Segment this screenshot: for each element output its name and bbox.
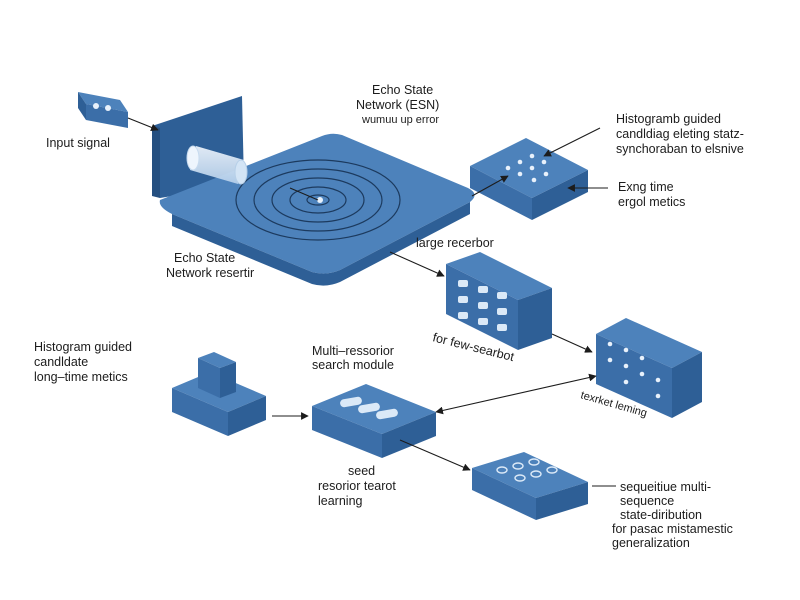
label-seed-2: resorior tearot — [318, 479, 396, 493]
large-reservoir-block — [446, 252, 552, 350]
label-multi-2: search module — [312, 358, 394, 372]
label-hist-right-2: candldiag eleting statz- — [616, 127, 744, 141]
input-cylinder — [186, 145, 248, 185]
arrow-esn-to-histogram — [471, 175, 509, 197]
label-hist-left-1: Histogram guided — [34, 340, 132, 354]
label-exng-2: ergol metics — [618, 195, 685, 209]
label-multi-1: Multi–ressorior — [312, 344, 394, 358]
label-esn-top-1: Echo State — [372, 83, 433, 97]
target-learning-block — [596, 318, 702, 418]
label-hist-right-3: synchoraban to elsnive — [616, 142, 744, 156]
diagram-labels: Input signal Echo State Network (ESN) wu… — [34, 83, 744, 550]
label-hist-left-3: long–time metics — [34, 370, 128, 384]
multi-reservoir-search-block — [312, 384, 436, 458]
label-exng-1: Exng time — [618, 180, 674, 194]
arrow-search-to-sequential — [399, 439, 471, 471]
arrow-esn-to-large-reservoir — [389, 251, 445, 277]
label-esn-bottom-2: Network resertir — [166, 266, 254, 280]
label-esn-bottom-1: Echo State — [174, 251, 235, 265]
input-signal-block — [78, 92, 128, 128]
label-seed-1: seed — [348, 464, 375, 478]
label-input-signal: Input signal — [46, 136, 110, 150]
label-seq-3: state-diribution — [620, 508, 702, 522]
label-seq-5: generalization — [612, 536, 690, 550]
arrow-histogram-label — [543, 127, 601, 157]
arrow-target-to-search — [435, 373, 597, 415]
sequential-block — [472, 452, 588, 520]
label-hist-left-2: candldate — [34, 355, 88, 369]
arrow-reservoir-to-target — [551, 333, 593, 353]
esn-platform — [159, 133, 475, 286]
label-seq-4: for pasac mistamestic — [612, 522, 733, 536]
flow-arrows — [127, 117, 616, 487]
label-esn-top-2: Network (ESN) — [356, 98, 439, 112]
histogram-block-left — [172, 352, 266, 436]
label-large-reservoir: large recerbor — [416, 236, 494, 250]
label-seq-1: sequeitiue multi- — [620, 480, 711, 494]
arrow-input-to-esn — [127, 117, 159, 132]
reservoir-rings — [235, 159, 401, 241]
label-seq-2: sequence — [620, 494, 674, 508]
label-esn-top-3: wumuu up error — [361, 114, 439, 126]
label-seed-3: learning — [318, 494, 363, 508]
histogram-block-right — [470, 138, 588, 220]
label-hist-right-1: Histogramb guided — [616, 112, 721, 126]
